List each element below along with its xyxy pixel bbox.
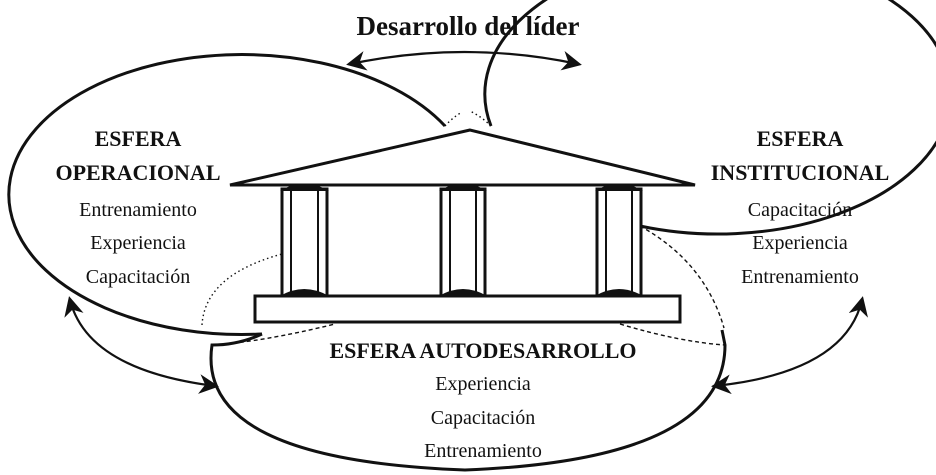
institutional-sphere-hidden-arc [469,110,492,127]
institutional-sphere-ellipse [483,0,936,236]
operational-item: Capacitación [86,266,190,288]
temple-base [253,294,682,324]
temple-column-right [595,183,643,299]
self-development-sphere-text: ESFERA AUTODESARROLLO Experiencia Capaci… [329,338,636,462]
temple-column-center [439,183,487,299]
top-double-arrow [346,50,582,71]
institutional-heading-line-2: INSTITUCIONAL [711,160,890,185]
operational-heading-line-1: ESFERA [95,126,182,151]
operational-item: Experiencia [90,232,186,254]
self-development-item: Experiencia [435,373,531,395]
self-development-inner-dash-right [619,323,726,346]
left-double-arrow [64,296,219,394]
temple-column-left [280,183,329,299]
operational-sphere-ellipse [7,53,447,336]
institutional-heading-line-1: ESFERA [757,126,844,151]
institutional-item: Entrenamiento [741,266,859,288]
diagram-title: Desarrollo del líder [357,11,580,41]
operational-sphere-hidden-arc [444,111,463,127]
self-development-inner-dash-left [211,323,336,346]
operational-sphere-text: ESFERA OPERACIONAL Entrenamiento Experie… [55,126,220,288]
institutional-item: Capacitación [748,199,852,221]
operational-heading-line-2: OPERACIONAL [55,160,220,185]
institutional-item: Experiencia [752,232,848,254]
self-development-item: Entrenamiento [424,440,542,462]
right-double-arrow [711,296,868,395]
institutional-sphere-text: ESFERA INSTITUCIONAL Capacitación Experi… [711,126,890,288]
self-development-heading: ESFERA AUTODESARROLLO [329,338,636,363]
operational-item: Entrenamiento [79,199,197,221]
temple-icon [229,128,696,324]
self-development-item: Capacitación [431,407,535,429]
